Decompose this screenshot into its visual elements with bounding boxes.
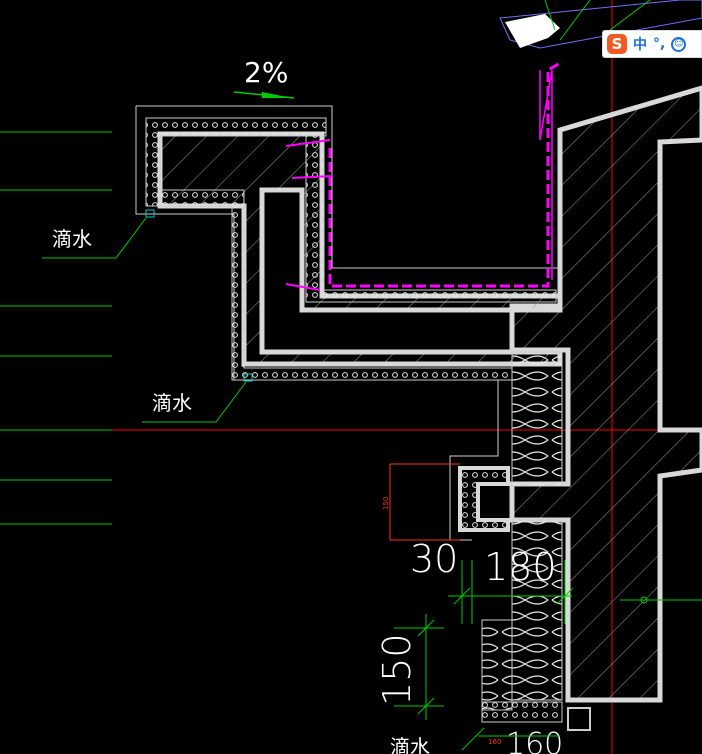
axis-marker (640, 596, 648, 604)
dim-30: 30 (410, 537, 458, 581)
dim-150-small: 150 (382, 497, 390, 510)
drip-marker-1 (145, 209, 155, 218)
base-block (567, 707, 591, 731)
lower-drip-edge (458, 466, 510, 532)
drip-marker-2 (243, 373, 253, 382)
green-dimension-lines (394, 560, 702, 737)
left-reference-lines (0, 131, 112, 525)
slope-label: 2% (244, 56, 288, 89)
insulation-board-lower (511, 519, 563, 701)
ime-toolbar[interactable]: S 中 °, ☺ (602, 30, 702, 58)
membrane-flashing (285, 139, 333, 291)
parapet-concrete (157, 131, 563, 367)
insulation-board-upper (511, 351, 563, 487)
insulation-parapet-inner (305, 135, 557, 303)
small-dimension (389, 463, 460, 541)
drip-leader-3 (461, 727, 485, 751)
drip-leader-1 (42, 217, 147, 259)
dim-150-big: 150 (375, 633, 419, 706)
waterproof-membrane (328, 60, 563, 288)
slope-arrow (262, 92, 292, 98)
parapet-outline (135, 105, 562, 541)
base-dots (481, 701, 563, 723)
drip-label-2: 滴水 (152, 391, 192, 415)
dim-160-tiny: 160 (488, 738, 501, 746)
drip-label-1: 滴水 (52, 227, 92, 251)
membrane-edge (539, 69, 553, 280)
drip-label-3: 滴水 (390, 735, 430, 754)
ime-emoji-icon[interactable]: ☺ (671, 36, 687, 52)
ime-emoji-glyph: ☺ (674, 38, 684, 49)
ime-logo-icon[interactable]: S (607, 34, 627, 54)
drip-leader-2 (142, 381, 247, 423)
insulation-outer (145, 117, 513, 381)
ime-language-toggle[interactable]: 中 (633, 37, 647, 53)
dim-160-bottom: 160 (506, 727, 563, 754)
roof-tiles (499, 0, 702, 49)
base-insulation (481, 619, 513, 711)
dim-180: 180 (484, 545, 557, 589)
ime-punctuation-toggle[interactable]: °, (653, 36, 666, 52)
